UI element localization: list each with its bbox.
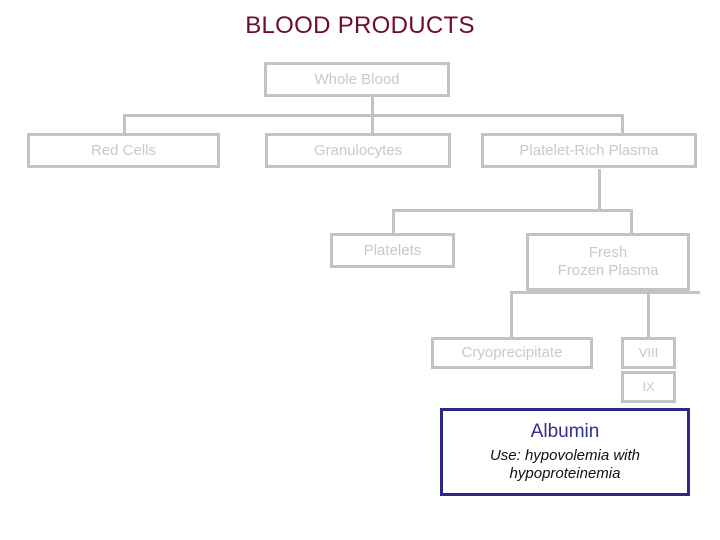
node-cryoprecipitate-label: Cryoprecipitate bbox=[461, 344, 563, 362]
node-fresh-frozen-plasma-label-line1: Fresh bbox=[588, 244, 628, 262]
node-fresh-frozen-plasma-label-line2: Frozen Plasma bbox=[557, 262, 659, 279]
node-platelets[interactable]: Platelets bbox=[330, 233, 455, 268]
node-albumin-use-line2: hypoproteinemia bbox=[509, 464, 621, 482]
node-whole-blood-label: Whole Blood bbox=[314, 70, 400, 88]
node-albumin[interactable]: Albumin Use: hypovolemia with hypoprotei… bbox=[440, 408, 690, 496]
connector-ffp-bus bbox=[510, 291, 700, 294]
node-platelet-rich-plasma[interactable]: Platelet-Rich Plasma bbox=[481, 133, 697, 168]
node-fresh-frozen-plasma[interactable]: Fresh Frozen Plasma bbox=[526, 233, 690, 291]
connector-to-factor-viii bbox=[647, 291, 650, 338]
connector-to-red-cells bbox=[123, 114, 126, 134]
connector-to-platelets bbox=[392, 209, 395, 234]
connector-to-cryoprecipitate bbox=[510, 291, 513, 338]
connector-prp-stem bbox=[598, 169, 601, 212]
connector-wholeblood-stem bbox=[371, 96, 374, 116]
node-red-cells[interactable]: Red Cells bbox=[27, 133, 220, 168]
node-platelet-rich-plasma-label: Platelet-Rich Plasma bbox=[519, 141, 659, 159]
node-albumin-use-line1: Use: hypovolemia with bbox=[489, 446, 641, 464]
page-title: BLOOD PRODUCTS bbox=[245, 12, 475, 39]
node-granulocytes[interactable]: Granulocytes bbox=[265, 133, 451, 168]
node-factor-ix[interactable]: IX bbox=[621, 371, 676, 403]
node-factor-ix-label: IX bbox=[642, 379, 655, 395]
node-whole-blood[interactable]: Whole Blood bbox=[264, 62, 450, 97]
node-red-cells-label: Red Cells bbox=[90, 141, 157, 159]
connector-to-granulocytes bbox=[371, 114, 374, 134]
node-cryoprecipitate[interactable]: Cryoprecipitate bbox=[431, 337, 593, 369]
connector-row3-bus bbox=[392, 209, 633, 212]
node-granulocytes-label: Granulocytes bbox=[313, 141, 403, 159]
node-factor-viii-label: VIII bbox=[638, 345, 659, 361]
connector-to-platelet-rich-plasma bbox=[621, 114, 624, 134]
node-albumin-label: Albumin bbox=[530, 420, 600, 442]
node-platelets-label: Platelets bbox=[363, 241, 422, 259]
node-factor-viii[interactable]: VIII bbox=[621, 337, 676, 369]
connector-ffp-stem bbox=[596, 289, 599, 293]
connector-to-fresh-frozen-plasma bbox=[630, 209, 633, 234]
